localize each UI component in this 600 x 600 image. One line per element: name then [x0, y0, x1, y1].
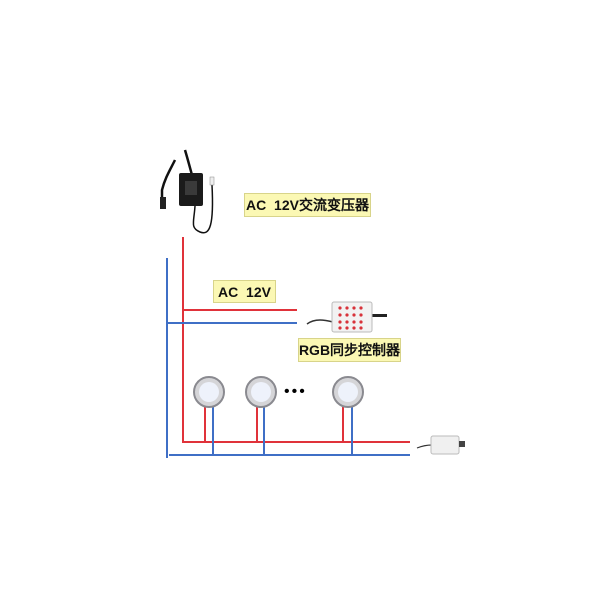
transformer-label: AC 12V交流变压器 [244, 193, 371, 217]
transformer-icon [160, 149, 215, 234]
led-light-icon [245, 376, 277, 408]
led-light-icon [193, 376, 225, 408]
neutral-wire [166, 258, 410, 458]
controller-label: RGB同步控制器 [298, 338, 401, 362]
live-wire [182, 237, 410, 443]
ac-line-label: AC 12V [213, 280, 276, 303]
junction-box-icon [416, 435, 465, 455]
rgb-controller-icon [306, 301, 387, 333]
ellipsis: ••• [284, 383, 307, 400]
led-light-icon [332, 376, 364, 408]
